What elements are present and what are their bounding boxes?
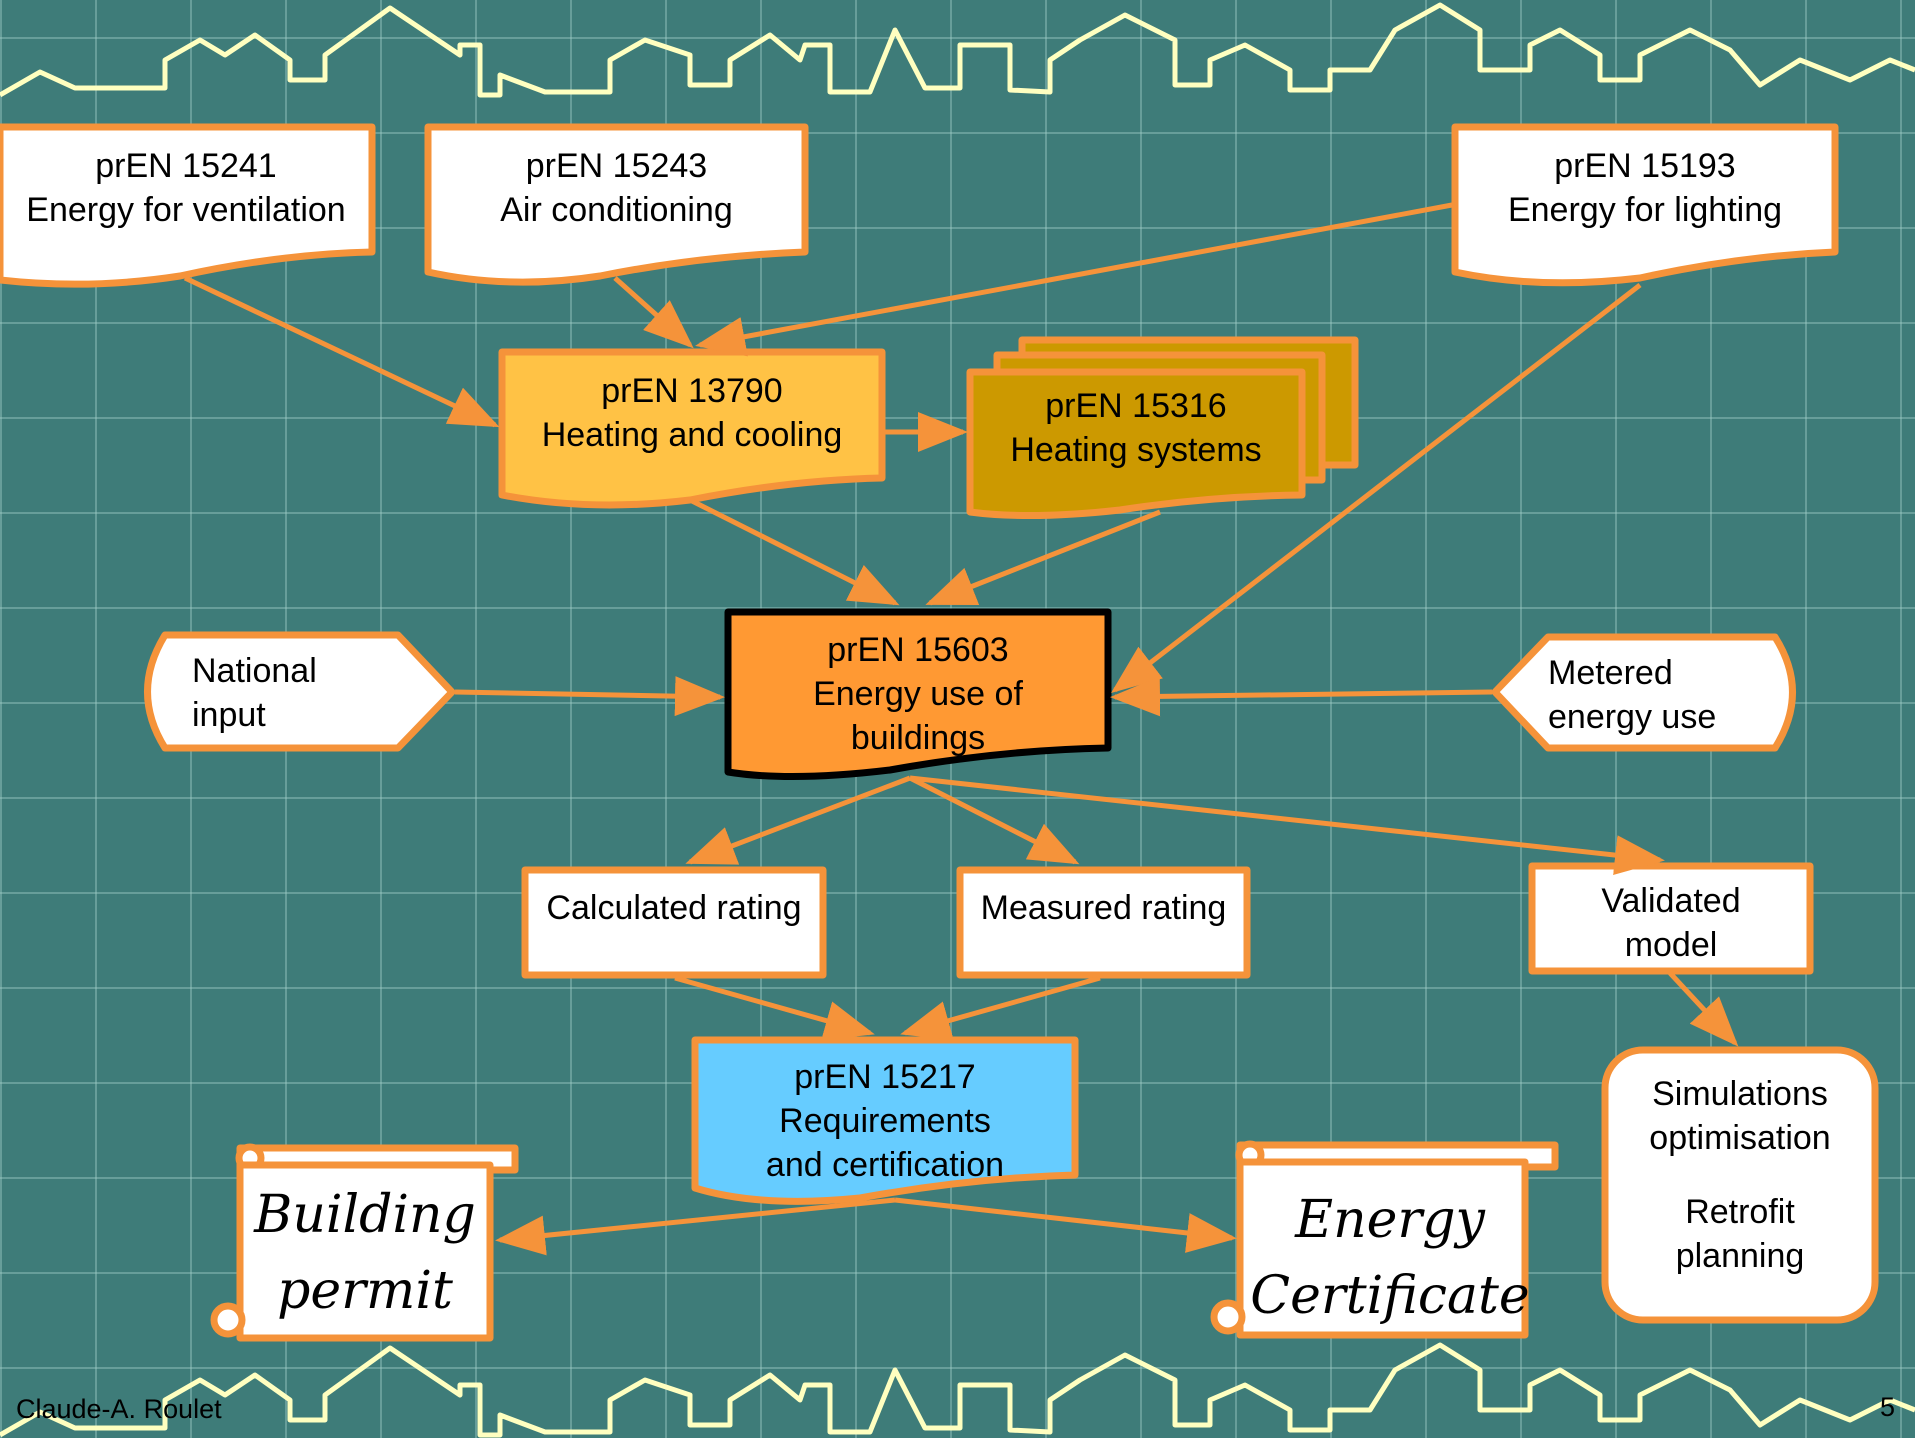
requirements-code: prEN 15217	[794, 1057, 976, 1096]
lighting-title: Energy for lighting	[1507, 190, 1783, 229]
ventilation-title: Energy for ventilation	[26, 190, 346, 229]
arrow-energy-use-to-measured	[908, 775, 1080, 865]
metered-hexagon	[1491, 633, 1796, 752]
calculated-rating-box	[521, 866, 827, 979]
energy-certificate-node: Energy Certificate	[1240, 1180, 1540, 1335]
heating-systems-node: prEN 15316 Heating systems	[970, 380, 1302, 475]
requirements-line2: and certification	[765, 1145, 1005, 1184]
footer-author: Claude-A. Roulet	[16, 1394, 222, 1424]
heating-systems-title: Heating systems	[1010, 430, 1262, 469]
arrow-validated-to-simulations	[1668, 971, 1739, 1047]
requirements-line1: Requirements	[779, 1101, 991, 1140]
measured-rating-box	[956, 866, 1251, 979]
arrow-energy-use-to-calculated	[685, 775, 911, 865]
energy-certificate-line2: Certificate	[1250, 1265, 1530, 1326]
air-conditioning-box	[424, 123, 809, 286]
ventilation-code: prEN 15241	[95, 146, 277, 185]
calculated-rating-label: Calculated rating	[546, 888, 802, 927]
air-conditioning-node: prEN 15243 Air conditioning	[428, 140, 805, 235]
simulations-node: Simulations optimisation Retrofit planni…	[1605, 1072, 1875, 1302]
validated-model-box	[1528, 862, 1814, 975]
lighting-box	[1451, 123, 1839, 287]
air-conditioning-code: prEN 15243	[525, 146, 708, 185]
arrow-metered-to-energy-use	[1110, 676, 1493, 717]
national-input-line1: National	[192, 652, 317, 690]
metered-node: Metered energy use	[1548, 650, 1778, 740]
energy-use-line2: buildings	[850, 718, 986, 757]
ventilation-box	[0, 123, 376, 288]
arrow-national-to-energy-use	[454, 676, 725, 717]
energy-use-node: prEN 15603 Energy use of buildings	[728, 626, 1108, 761]
national-input-line2: input	[192, 696, 266, 734]
building-permit-scroll	[210, 1143, 519, 1342]
arrow-energy-use-to-validated	[909, 775, 1665, 875]
national-input-hexagon	[144, 631, 456, 752]
energy-use-box	[724, 608, 1112, 781]
arrow-measured-to-requirements	[900, 975, 1101, 1041]
simulations-line2: optimisation	[1649, 1119, 1831, 1157]
simulations-box	[1601, 1046, 1879, 1324]
heating-systems-code: prEN 15316	[1045, 386, 1227, 425]
lighting-code: prEN 15193	[1554, 146, 1736, 185]
arrow-lighting-to-heating	[695, 202, 1453, 357]
arrow-airconditioning-to-heating	[613, 276, 694, 349]
energy-use-line1: Energy use of	[813, 674, 1023, 713]
validated-model-line2: model	[1624, 925, 1718, 964]
metered-line1: Metered	[1548, 654, 1673, 692]
simulations-line1: Simulations	[1652, 1075, 1828, 1113]
measured-rating-label: Measured rating	[980, 888, 1227, 927]
heating-systems-box	[966, 368, 1306, 520]
heating-cooling-code: prEN 13790	[601, 371, 783, 410]
ventilation-node: prEN 15241 Energy for ventilation	[0, 140, 372, 235]
national-input-node: National input	[192, 648, 392, 738]
measured-rating-node: Measured rating	[960, 870, 1247, 945]
arrow-requirements-to-permit	[495, 1197, 896, 1256]
arrow-systems-to-energy-use	[925, 509, 1161, 606]
validated-model-node: Validated model	[1532, 875, 1810, 970]
arrow-ventilation-to-heating	[183, 275, 500, 428]
arrow-requirements-to-certificate	[894, 1197, 1237, 1253]
lighting-node: prEN 15193 Energy for lighting	[1455, 140, 1835, 235]
energy-certificate-line1: Energy	[1295, 1189, 1485, 1250]
metered-line2: energy use	[1548, 698, 1717, 736]
simulations-line4: planning	[1675, 1237, 1805, 1275]
building-permit-line1: Building	[254, 1184, 476, 1245]
building-permit-line2: permit	[277, 1260, 453, 1321]
arrow-heating-to-energy-use	[688, 497, 900, 606]
air-conditioning-title: Air conditioning	[500, 190, 733, 229]
heating-cooling-node: prEN 13790 Heating and cooling	[502, 365, 882, 460]
building-permit-node: Building permit	[240, 1175, 490, 1330]
arrow-lighting-to-energy-use	[1111, 283, 1642, 694]
heating-cooling-title: Heating and cooling	[541, 415, 843, 454]
validated-model-line1: Validated	[1601, 881, 1741, 920]
footer-page-number: 5	[1880, 1392, 1896, 1422]
energy-certificate-scroll	[1210, 1140, 1559, 1339]
requirements-node: prEN 15217 Requirements and certificatio…	[695, 1053, 1075, 1188]
arrow-calculated-to-requirements	[674, 975, 875, 1041]
requirements-box	[691, 1036, 1079, 1205]
calculated-rating-node: Calculated rating	[525, 870, 823, 945]
energy-use-code: prEN 15603	[827, 630, 1009, 669]
simulations-line3: Retrofit	[1685, 1193, 1795, 1231]
